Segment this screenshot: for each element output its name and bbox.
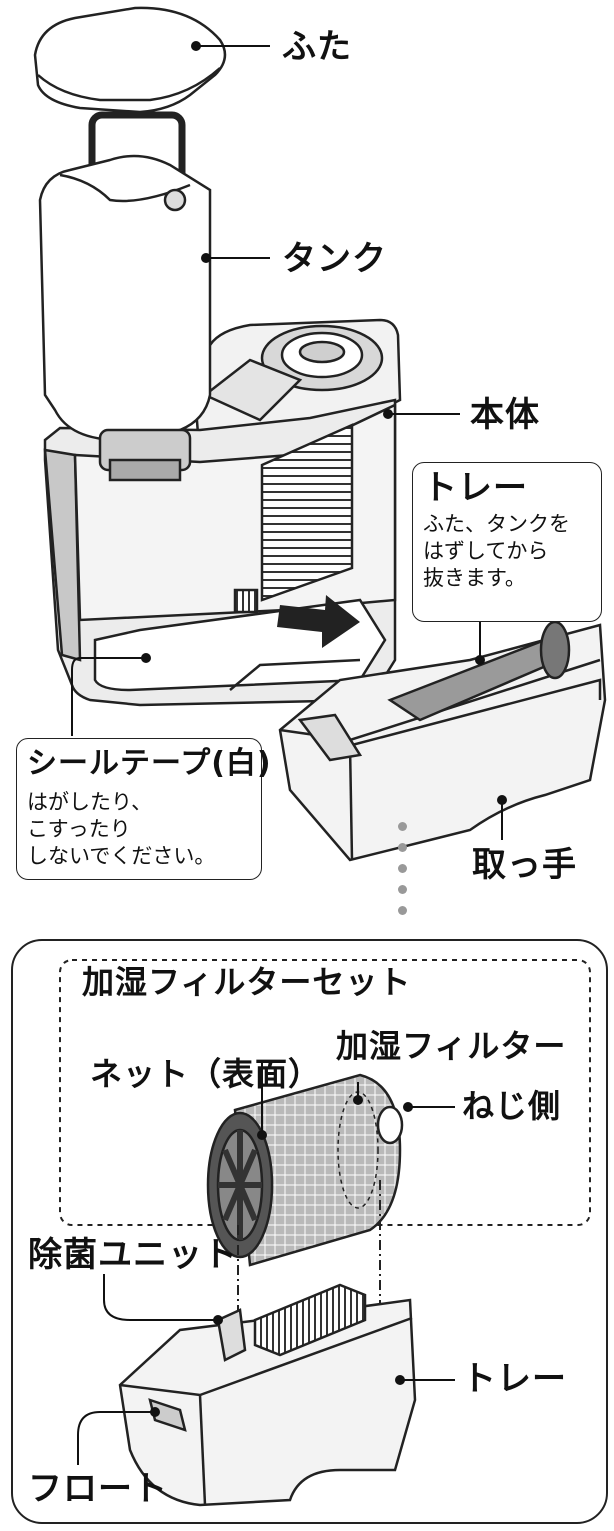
label-handle: 取っ手 [472, 845, 577, 885]
tray-note-line-2: はずしてから [423, 539, 549, 563]
pull-arrow [277, 595, 360, 648]
connector-dot [398, 864, 407, 873]
filter-drawing [206, 1073, 404, 1267]
label-tray-bottom: トレー [462, 1359, 567, 1399]
seal-note-line-1: はがしたり、 [27, 790, 153, 814]
bottom-tray-drawing [118, 1283, 417, 1507]
seal-callout-box: シールテープ(白) はがしたり、 こすったり しないでください。 [16, 738, 271, 880]
label-tray-top: トレー [423, 468, 528, 508]
label-filter-set: 加湿フィルターセット [82, 963, 412, 1001]
label-lid: ふた [282, 27, 352, 67]
lid-drawing [33, 6, 227, 114]
tank-drawing [38, 111, 212, 482]
seal-note-line-2: こすったり [27, 817, 131, 841]
connector-dot [398, 822, 407, 831]
label-net: ネット（表面） [90, 1055, 322, 1093]
float-leader-line [77, 1411, 155, 1465]
seal-leader-line [71, 657, 146, 736]
label-body: 本体 [470, 395, 540, 435]
tray-note-line-3: 抜きます。 [423, 566, 526, 590]
tray-callout-box: トレー ふた、タンクを はずしてから 抜きます。 [412, 462, 602, 622]
label-sterilizing-unit: 除菌ユニット [28, 1235, 238, 1275]
tray-note-line-1: ふた、タンクを [423, 512, 570, 536]
connector-dot [398, 906, 407, 915]
unit-leader-line [103, 1274, 218, 1321]
label-tank: タンク [282, 239, 387, 279]
seal-note-line-3: しないでください。 [27, 844, 216, 868]
top-tray-drawing [278, 620, 607, 862]
filter-set-box [59, 959, 591, 1226]
label-filter: 加湿フィルター [336, 1027, 567, 1065]
label-seal-tape: シールテープ(白) [27, 746, 272, 781]
label-screw-side: ねじ側 [462, 1087, 562, 1125]
connector-dot [398, 885, 407, 894]
connector-dot [398, 843, 407, 852]
label-float: フロート [28, 1469, 168, 1509]
lower-frame [11, 939, 608, 1524]
